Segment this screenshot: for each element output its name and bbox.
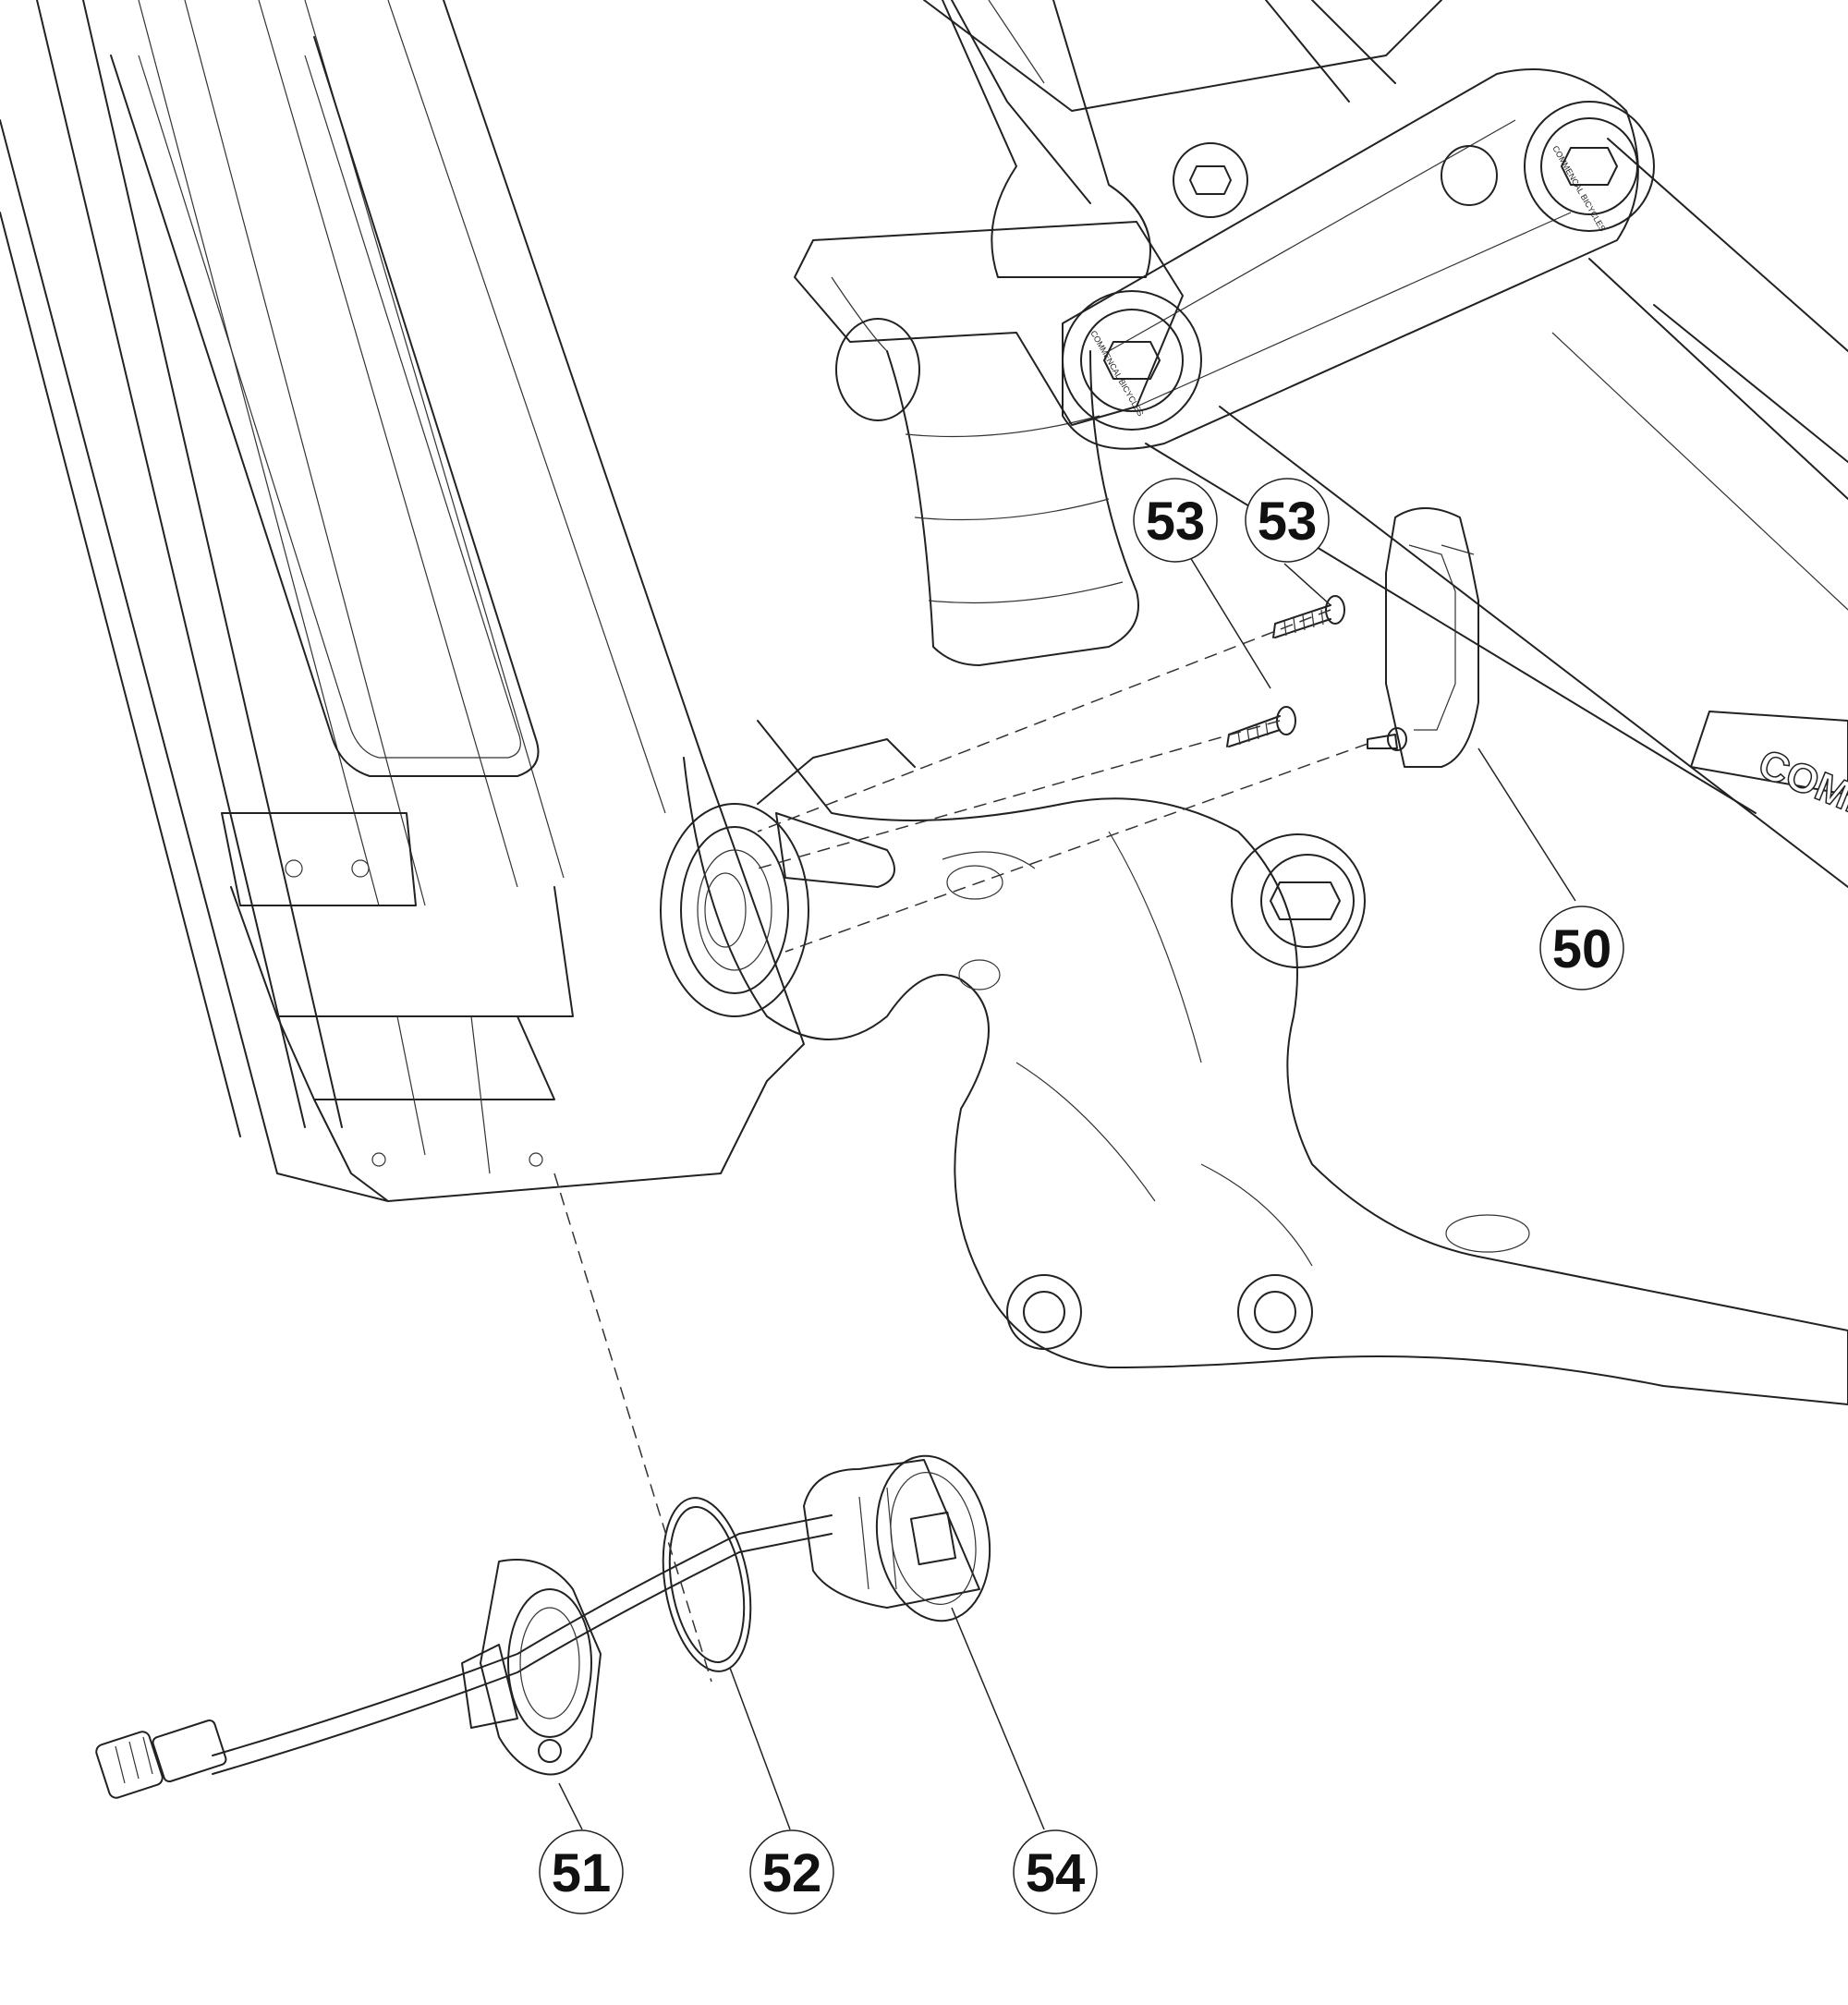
callout-53-left: 53 <box>1133 478 1218 563</box>
cable-assembly <box>95 1454 991 1799</box>
leader-lines <box>558 544 1576 1830</box>
screw-upper <box>1272 595 1345 638</box>
cover-plate <box>1367 507 1479 768</box>
upper-struts <box>951 0 1396 204</box>
callout-52-label: 52 <box>762 1843 822 1903</box>
callout-53-right-label: 53 <box>1258 492 1318 552</box>
callout-51-label: 51 <box>552 1843 612 1903</box>
bolt-logo-right: COMMENCAL BICYCLES <box>1550 144 1607 233</box>
down-tube <box>0 0 805 1202</box>
callout-54-label: 54 <box>1026 1843 1086 1903</box>
callout-54: 54 <box>1013 1829 1098 1914</box>
screw-lower <box>1226 706 1296 747</box>
callout-50-label: 50 <box>1552 919 1612 979</box>
callout-53-right: 53 <box>1245 478 1330 563</box>
callout-50: 50 <box>1539 905 1624 990</box>
callout-51: 51 <box>539 1829 624 1914</box>
frame-center <box>660 720 1848 1405</box>
seat-tube <box>794 0 1184 666</box>
callout-53-left-label: 53 <box>1146 492 1206 552</box>
frame-logo-text: COMME <box>1752 741 1848 842</box>
assembly-lines <box>553 609 1368 1683</box>
callout-52: 52 <box>749 1829 834 1914</box>
top-tube: COMME <box>923 0 1848 888</box>
rocker-link <box>1062 68 1655 450</box>
